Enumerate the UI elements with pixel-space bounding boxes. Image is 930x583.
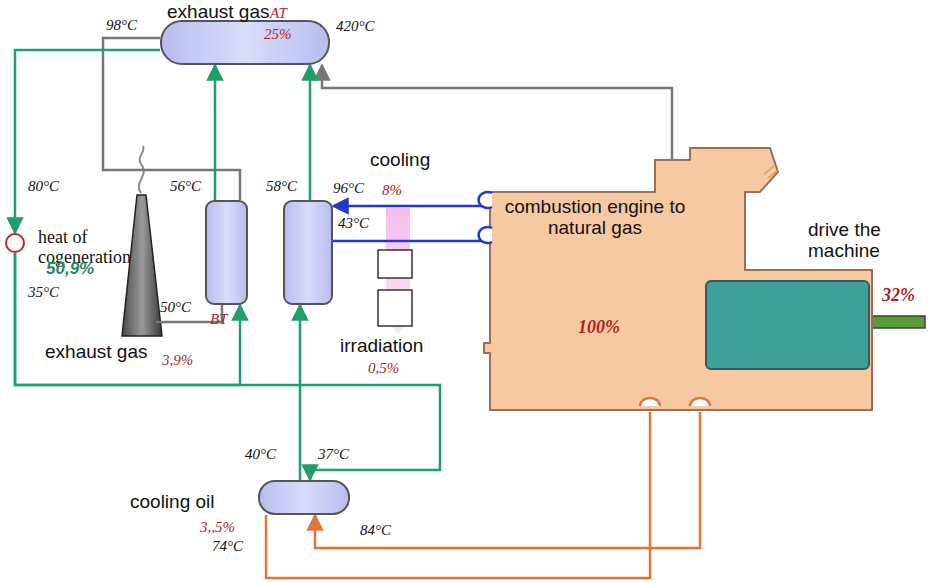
part-name: cooling oil: [130, 492, 215, 513]
percentage: 100%: [578, 318, 620, 338]
part-name: cooling: [370, 150, 430, 171]
spark-mark: [764, 166, 778, 178]
engine-body: combustion engine to natural gas 100% driv…: [478, 148, 875, 412]
percentage: 3,,5%: [200, 519, 235, 536]
percentage: 0,5%: [368, 360, 399, 377]
temperature-label: 56°C: [170, 178, 201, 195]
pipe-connector: [214, 65, 217, 200]
cooling-heat-exchanger: cooling8%: [283, 200, 333, 305]
percentage: 25%: [264, 26, 292, 43]
temperature-label: 84°C: [360, 522, 391, 539]
pipe-connector: [299, 305, 302, 480]
temperature-label: 58°C: [266, 178, 297, 195]
coolant-port: [479, 192, 492, 208]
temperature-label: 40°C: [245, 446, 276, 463]
temperature-label: 43°C: [338, 215, 369, 232]
part-code: BT: [210, 311, 228, 328]
exhaust-heat-exchanger: exhaust gasAT25%: [160, 20, 330, 65]
temperature-label: 420°C: [336, 18, 375, 35]
pipe-connector: [333, 205, 490, 208]
percentage: 50,9%: [46, 260, 94, 279]
pipe-connector: [322, 65, 672, 160]
temperature-label: 35°C: [28, 284, 59, 301]
engine-housing: [484, 148, 872, 410]
percentage: 3,9%: [162, 352, 193, 369]
temperature-label: 96°C: [333, 180, 364, 197]
temperature-label: 74°C: [212, 538, 243, 555]
part-name: combustion engine to natural gas: [500, 197, 690, 239]
coolant-port: [479, 227, 492, 243]
part-name: irradiation: [340, 336, 423, 357]
oil-port: [690, 398, 710, 406]
temperature-label: 98°C: [106, 17, 137, 34]
oil-heat-exchanger: cooling oil3,,5%: [258, 480, 350, 515]
temperature-label: 37°C: [318, 446, 349, 463]
percentage: 8%: [382, 182, 402, 199]
flue-heat-exchanger: BT3,9%: [205, 200, 248, 305]
output-shaft: [872, 316, 925, 328]
pipe-connector: [315, 412, 700, 548]
part-name: exhaust gas: [167, 2, 269, 23]
temperature-label: 50°C: [160, 299, 191, 316]
radiator-box: [378, 290, 412, 326]
pipe-connector: [309, 65, 312, 200]
radiator-box: [378, 250, 412, 278]
drive-block: drive the machine32%: [705, 280, 870, 370]
part-code: AT: [270, 5, 287, 22]
oil-port: [640, 398, 660, 406]
part-name: drive the machine: [808, 220, 923, 262]
pipe-connector: [15, 50, 160, 233]
temperature-label: 80°C: [28, 178, 59, 195]
part-name: exhaust gas: [45, 342, 147, 363]
pipe-connector: [333, 240, 490, 243]
heat-consumer-circle: heat of cogeneration50,9%: [5, 233, 25, 253]
percentage: 32%: [882, 286, 915, 306]
